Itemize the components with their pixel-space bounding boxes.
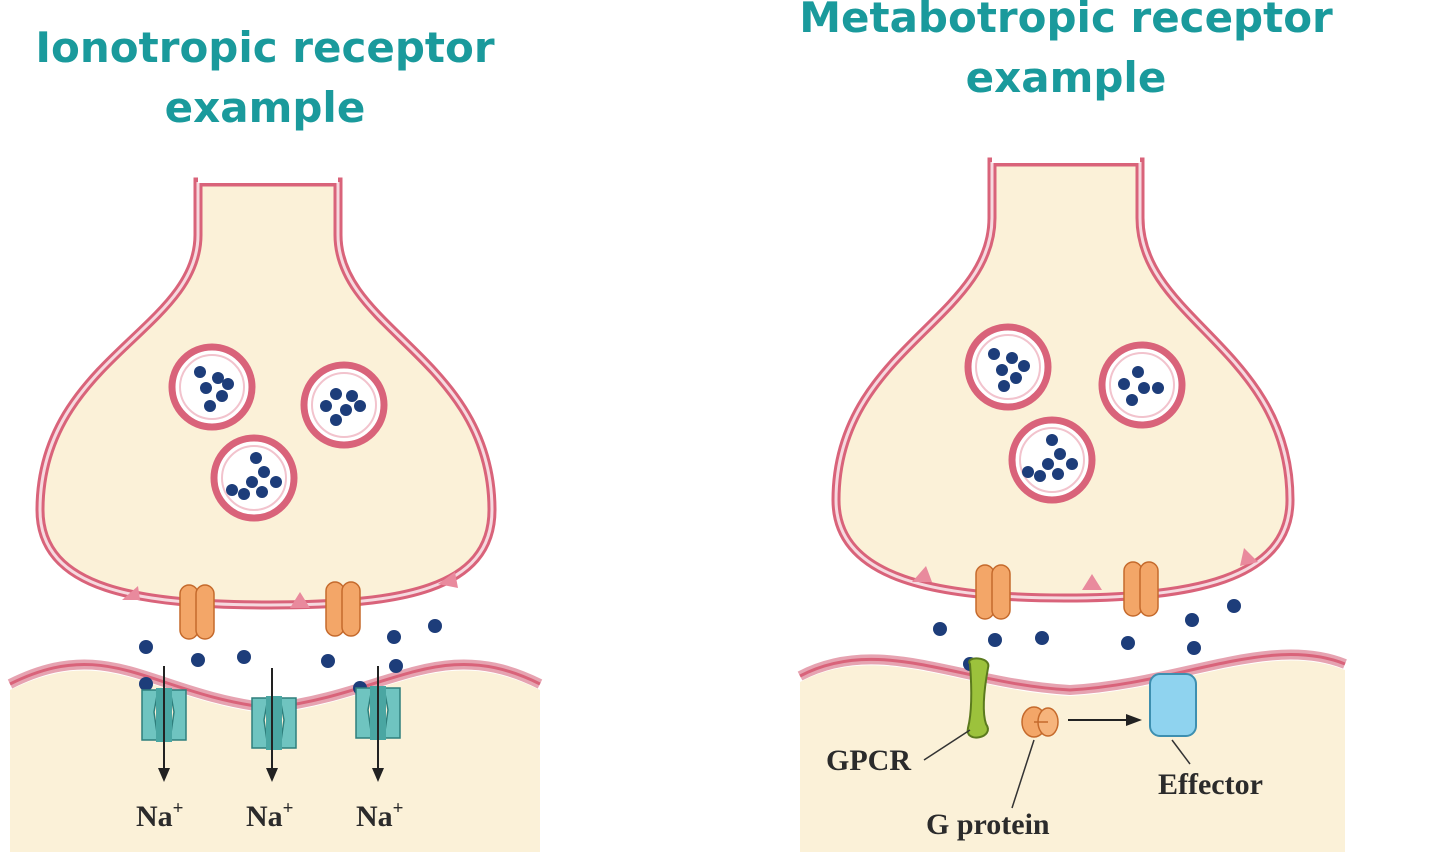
metabotropic-title-line1: Metabotropic receptor [799,0,1333,42]
presynaptic-channel [325,581,361,637]
vesicle [210,434,298,522]
g-protein-label: G protein [926,808,1050,841]
effector-protein [1149,673,1197,737]
ion-label-na-1: Na+ [136,798,184,833]
presynaptic-terminal-right [831,157,1295,603]
vesicle [168,343,256,431]
ion-label-na-2: Na+ [246,798,294,833]
metabotropic-title-line2: example [966,53,1167,102]
vesicle [1008,416,1096,504]
presynaptic-channel [1123,561,1159,617]
ion-channel [141,666,187,782]
ion-channel [251,668,297,782]
postsynaptic-cell-right [800,660,1345,852]
effector-label: Effector [1158,768,1263,801]
membrane-protein-markers [122,572,458,608]
ionotropic-title-line1: Ionotropic receptor [35,23,494,72]
presynaptic-channel [179,584,215,640]
vesicle [964,323,1052,411]
vesicle [1098,341,1186,429]
neurotransmitters-right [933,599,1241,671]
gpcr-label: GPCR [826,744,911,777]
ion-label-na-3: Na+ [356,798,404,833]
ionotropic-panel: Ionotropic receptor example [7,23,543,852]
metabotropic-panel: Metabotropic receptor example [797,0,1347,852]
vesicle [300,361,388,449]
ionotropic-title-line2: example [165,83,366,132]
membrane-protein-markers [912,548,1258,590]
g-protein [1021,706,1059,738]
ion-channel [355,666,401,782]
presynaptic-terminal-left [35,177,497,610]
signal-arrow [1068,714,1142,726]
presynaptic-channel [975,564,1011,620]
gpcr-receptor [966,657,990,739]
